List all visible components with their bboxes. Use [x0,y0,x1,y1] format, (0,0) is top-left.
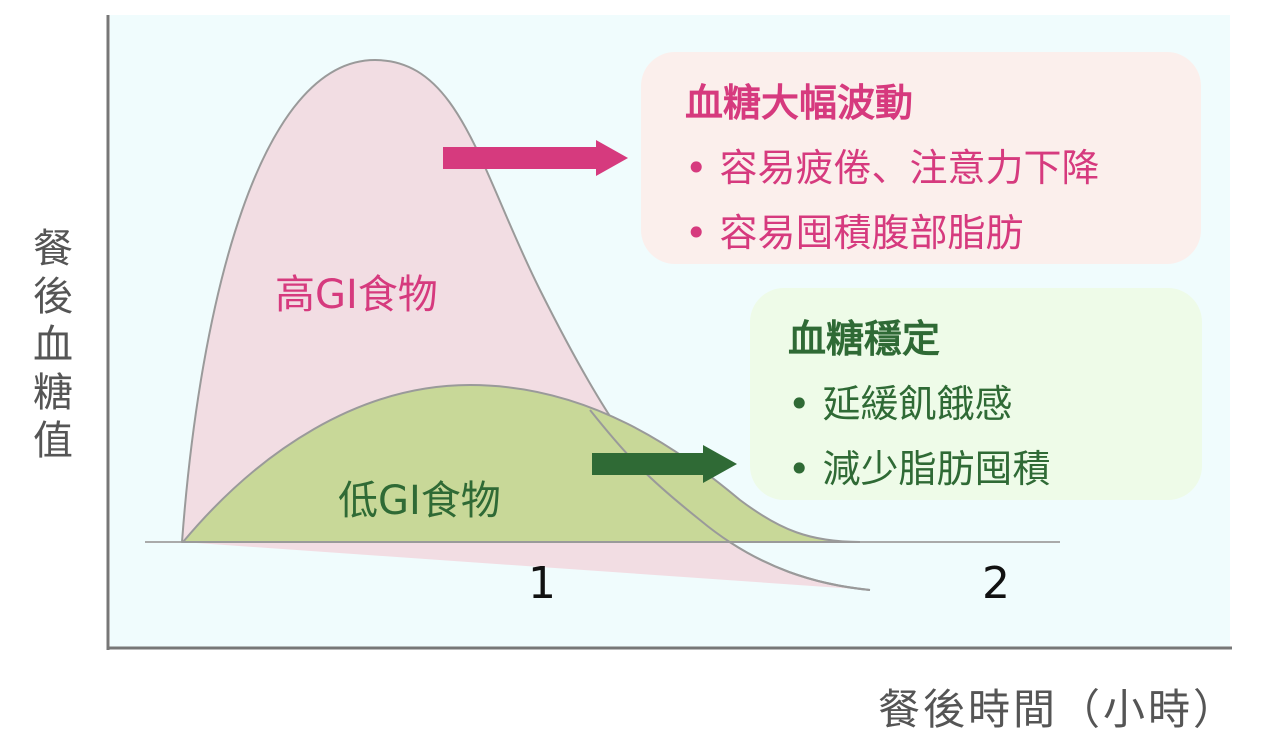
high-box-item: 容易囤積腹部脂肪 [685,202,1201,257]
low-arrow [592,445,737,483]
high-arrow [443,140,628,176]
high-box-item: 容易疲倦、注意力下降 [685,137,1201,192]
low-box-title: 血糖穩定 [788,317,941,361]
low-gi-effects-box: 血糖穩定 延緩飢餓感 減少脂肪囤積 [750,288,1202,500]
low-gi-curve [180,383,861,543]
y-axis-label: 餐後血糖值 [33,226,73,464]
high-gi-effects-box: 血糖大幅波動 容易疲倦、注意力下降 容易囤積腹部脂肪 [641,52,1201,264]
x-tick-2: 2 [982,558,1010,609]
high-box-title: 血糖大幅波動 [685,81,914,125]
x-axis-label: 餐後時間（小時） [878,685,1239,734]
low-box-item: 延緩飢餓感 [788,373,1202,428]
low-gi-label: 低GI食物 [338,478,501,524]
high-gi-label: 高GI食物 [275,272,438,318]
x-tick-1: 1 [528,558,556,609]
high-gi-curve-tail [589,409,871,591]
low-box-item: 減少脂肪囤積 [788,438,1202,493]
